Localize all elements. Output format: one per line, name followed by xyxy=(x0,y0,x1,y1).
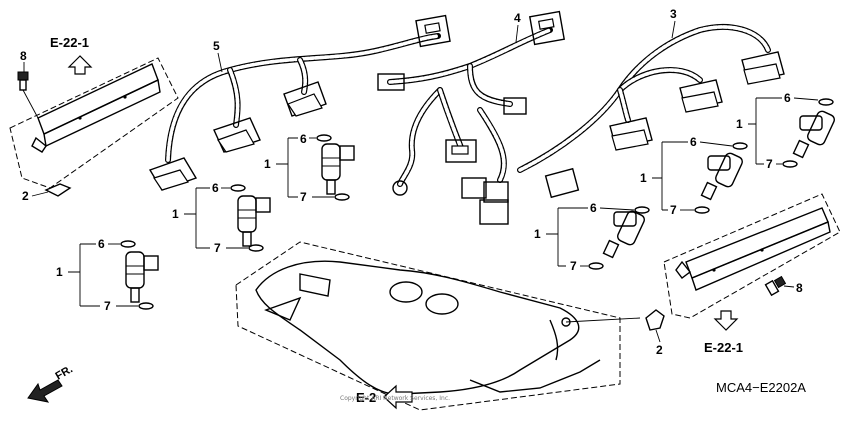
callout-2-right[interactable]: 2 xyxy=(656,343,663,357)
clip-icon xyxy=(44,183,72,197)
harness-4 xyxy=(377,10,566,225)
callout-6-a[interactable]: 6 xyxy=(300,132,307,146)
callout-7-e[interactable]: 7 xyxy=(670,203,677,217)
clip-icon xyxy=(645,309,665,331)
diagram-code: MCA4−E2202A xyxy=(716,380,806,395)
injector-a xyxy=(321,143,355,195)
arrow-left-icon xyxy=(383,384,413,410)
callout-1-b[interactable]: 1 xyxy=(172,207,179,221)
front-direction-arrow-icon xyxy=(27,379,63,403)
ref-e22-1-top[interactable]: E-22-1 xyxy=(50,35,89,50)
bolt-icon xyxy=(764,275,787,297)
fuel-rail-left xyxy=(9,57,179,189)
callout-1-e[interactable]: 1 xyxy=(640,171,647,185)
callout-8-right[interactable]: 8 xyxy=(796,281,803,295)
callout-6-e[interactable]: 6 xyxy=(690,135,697,149)
callout-3[interactable]: 3 xyxy=(670,7,677,21)
callout-6-d[interactable]: 6 xyxy=(784,91,791,105)
arrow-down-icon xyxy=(713,310,739,331)
callout-7-a[interactable]: 7 xyxy=(300,190,307,204)
front-direction-label: FR. xyxy=(54,363,75,382)
injector-b xyxy=(237,195,271,247)
injector-e xyxy=(700,152,743,201)
callout-6-c[interactable]: 6 xyxy=(98,237,105,251)
callout-5[interactable]: 5 xyxy=(213,39,220,53)
callout-1-d[interactable]: 1 xyxy=(736,117,743,131)
callout-8-left[interactable]: 8 xyxy=(20,49,27,63)
callout-1-a[interactable]: 1 xyxy=(264,157,271,171)
harness-5 xyxy=(148,14,451,191)
injector-d xyxy=(792,110,835,159)
callout-6-b[interactable]: 6 xyxy=(212,181,219,195)
callout-1-c[interactable]: 1 xyxy=(56,265,63,279)
ref-e22-1-bottom[interactable]: E-22-1 xyxy=(704,340,743,355)
callout-4[interactable]: 4 xyxy=(514,11,521,25)
callout-1-f[interactable]: 1 xyxy=(534,227,541,241)
copyright-text: Copyright ARI Network Services, Inc. xyxy=(340,395,450,402)
arrow-up-icon xyxy=(67,55,93,75)
callout-6-f[interactable]: 6 xyxy=(590,201,597,215)
callout-2-left[interactable]: 2 xyxy=(22,189,29,203)
ref-e2[interactable]: E-2 xyxy=(356,390,376,405)
callout-7-c[interactable]: 7 xyxy=(104,299,111,313)
bolt-icon xyxy=(17,71,29,91)
harness-3 xyxy=(517,24,785,199)
callout-7-f[interactable]: 7 xyxy=(570,259,577,273)
intake-manifold xyxy=(235,241,621,411)
fuel-rail-right xyxy=(663,193,841,319)
injector-c xyxy=(125,251,159,303)
callout-7-d[interactable]: 7 xyxy=(766,157,773,171)
callout-7-b[interactable]: 7 xyxy=(214,241,221,255)
injector-f xyxy=(602,210,645,259)
